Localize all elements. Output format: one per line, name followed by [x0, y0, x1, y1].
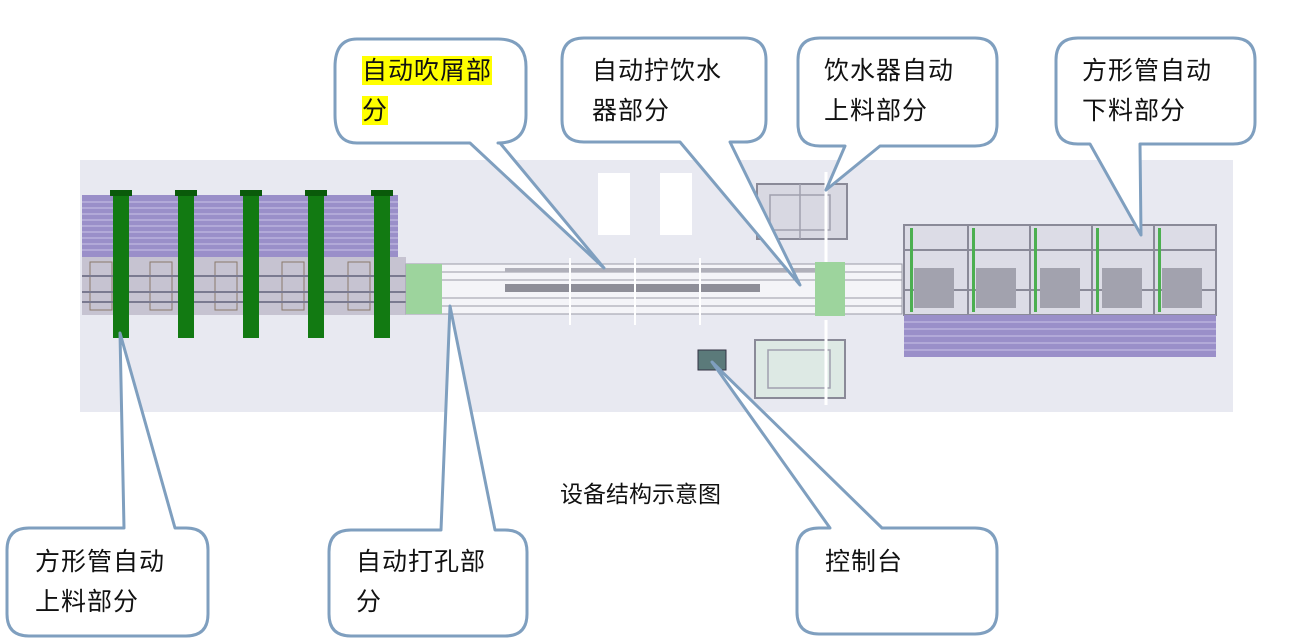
label-tube-loading-line2: 上料部分	[35, 587, 140, 616]
label-control-desk-line1: 控制台	[825, 547, 904, 576]
conveyor-line	[405, 258, 903, 325]
label-screw-drinker-line2: 器部分	[592, 96, 671, 125]
label-tube-unloading-line2: 下料部分	[1082, 96, 1187, 125]
label-blow-chips: 自动吹屑部 分	[362, 51, 493, 131]
label-tube-loading: 方形管自动 上料部分	[35, 542, 165, 622]
panel-window	[598, 173, 630, 235]
callout-bubble-control-desk	[710, 360, 999, 636]
label-tube-loading-line1: 方形管自动	[35, 547, 166, 576]
label-drilling: 自动打孔部 分	[356, 542, 486, 622]
diagram-caption: 设备结构示意图	[560, 482, 721, 508]
callout-bubble-blow-chips	[333, 37, 606, 270]
label-screw-drinker: 自动拧饮水 器部分	[592, 51, 722, 131]
callout-bubble-tube-loading	[5, 331, 210, 638]
label-blow-chips-line2: 分	[362, 96, 389, 125]
drinker-feeder-machine	[754, 320, 846, 405]
callout-bubble-screw-drinker	[560, 36, 802, 287]
label-blow-chips-line1: 自动吹屑部	[362, 56, 493, 85]
callout-bubble-drinker-loading	[796, 36, 999, 192]
label-drilling-line1: 自动打孔部	[356, 547, 487, 576]
label-drinker-loading-line2: 上料部分	[824, 96, 929, 125]
label-drinker-loading-line1: 饮水器自动	[824, 56, 955, 85]
callout-bubble-drilling	[327, 304, 529, 638]
label-drilling-line2: 分	[356, 587, 383, 616]
panel-window	[660, 173, 692, 235]
label-screw-drinker-line1: 自动拧饮水	[592, 56, 723, 85]
label-tube-unloading: 方形管自动 下料部分	[1082, 51, 1212, 131]
tube-unloading-machine	[903, 224, 1217, 357]
label-control-desk: 控制台	[825, 542, 903, 582]
tube-loading-machine	[82, 190, 420, 338]
control-desk-box	[697, 349, 727, 371]
callout-bubble-tube-unloading	[1054, 36, 1257, 237]
label-tube-unloading-line1: 方形管自动	[1082, 56, 1213, 85]
label-drinker-loading: 饮水器自动 上料部分	[824, 51, 954, 131]
